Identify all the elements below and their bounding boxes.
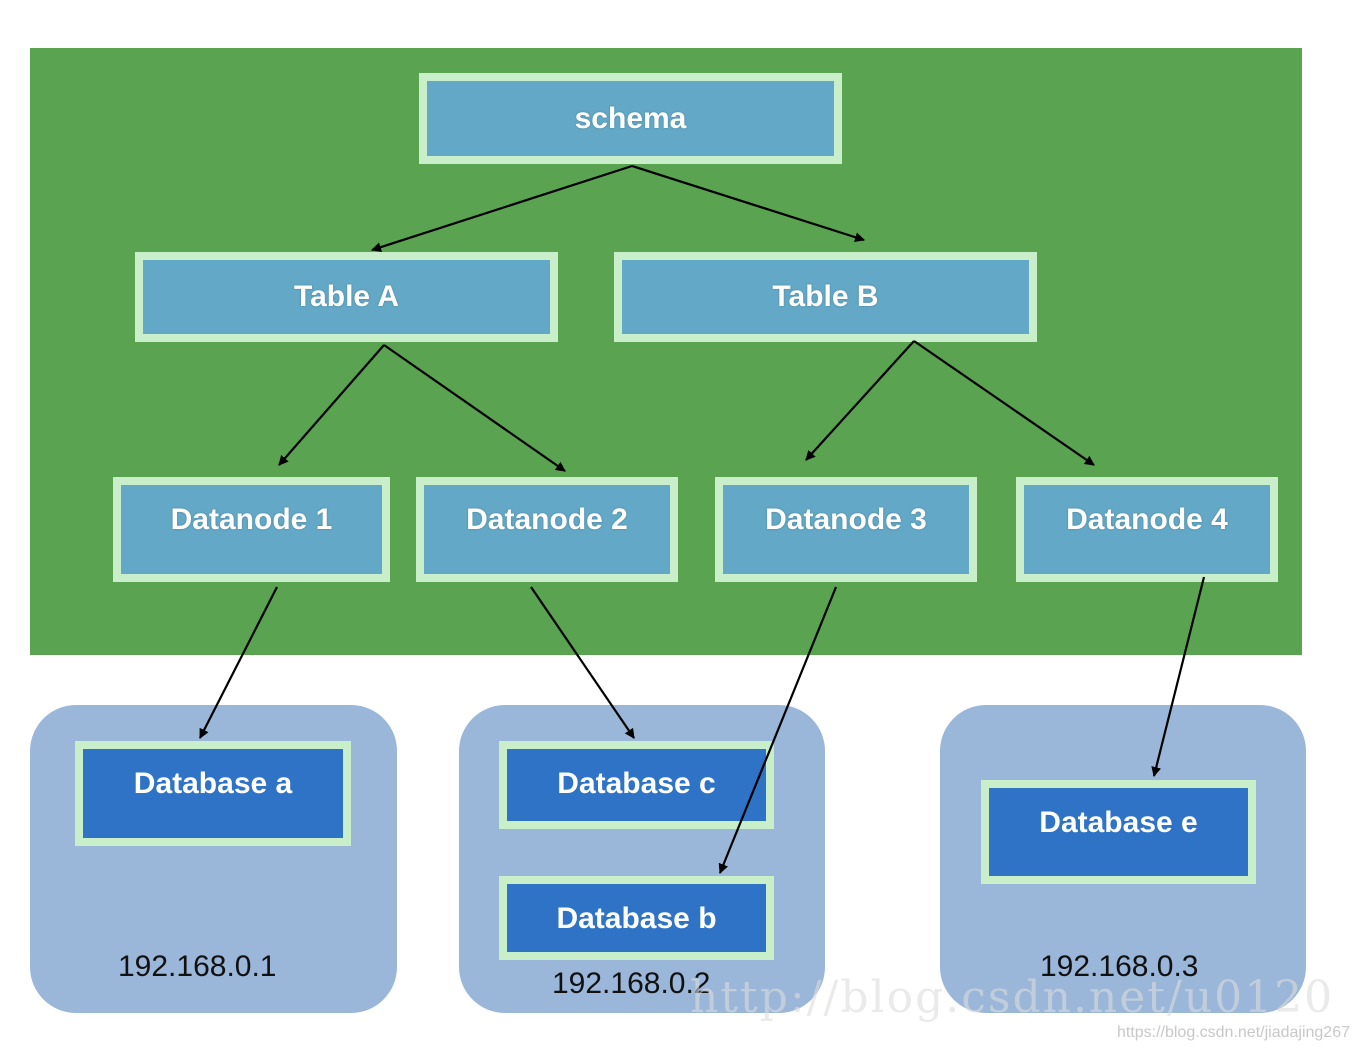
database-e: Database e (981, 780, 1256, 884)
edge-table-b-datanode-3 (805, 340, 915, 461)
database-c: Database c (499, 741, 774, 829)
edge-datanode-3-database-b (718, 586, 838, 874)
table-a-node: Table A (135, 252, 558, 342)
host-ip-1: 192.168.0.1 (118, 950, 277, 983)
edge-datanode-4-database-e (1151, 576, 1206, 777)
edge-table-a-datanode-1 (278, 344, 385, 466)
watermark-large: http://blog.csdn.net/u0120 (690, 972, 1335, 1023)
edge-schema-table-a (371, 164, 633, 252)
edge-datanode-2-database-c (530, 586, 635, 739)
edge-table-a-datanode-2 (383, 344, 566, 472)
database-b: Database b (499, 876, 774, 960)
database-a: Database a (75, 741, 351, 846)
datanode-1: Datanode 1 (113, 477, 390, 582)
table-b-node: Table B (614, 252, 1037, 342)
host-ip-2: 192.168.0.2 (552, 967, 711, 1000)
edge-datanode-1-database-a (199, 586, 278, 739)
schema-node: schema (419, 73, 842, 164)
watermark-small: https://blog.csdn.net/jiadajing267 (1116, 1024, 1350, 1041)
datanode-4: Datanode 4 (1016, 477, 1278, 582)
edge-table-b-datanode-4 (913, 340, 1095, 466)
datanode-3: Datanode 3 (715, 477, 977, 582)
datanode-2: Datanode 2 (416, 477, 678, 582)
host-ip-3: 192.168.0.3 (1040, 950, 1199, 983)
edge-schema-table-b (631, 164, 865, 243)
